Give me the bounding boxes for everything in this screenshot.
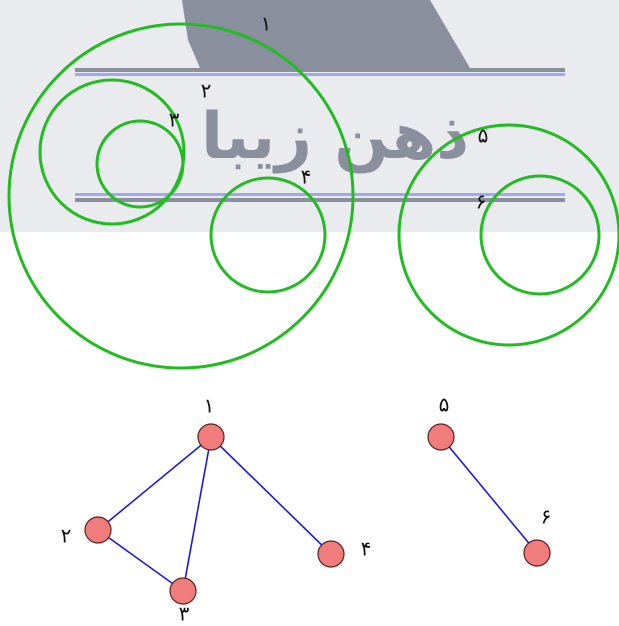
watermark-rule-bottom-blue [75, 193, 565, 196]
set-label-2: ۲ [201, 79, 212, 103]
set-circle-6 [479, 174, 601, 296]
set-label-4: ۴ [301, 165, 312, 189]
graph-node-6 [523, 539, 551, 567]
set-label-6: ۶ [476, 190, 487, 214]
set-circle-2 [38, 78, 186, 226]
graph-node-5 [427, 423, 455, 451]
watermark-rule-top [75, 68, 565, 72]
graph-node-label-6: ۶ [541, 505, 552, 529]
set-circle-1 [7, 22, 355, 370]
set-label-1: ۱ [261, 12, 272, 36]
graph-edge-1-4 [210, 436, 332, 555]
set-label-5: ۵ [478, 124, 489, 148]
set-circle-3 [95, 119, 185, 209]
set-circle-5 [397, 123, 619, 347]
graph-diagram: ۱ ۲ ۳ ۴ ۵ ۶ [61, 393, 552, 626]
graph-edge-1-3 [182, 436, 212, 592]
graph-node-label-2: ۲ [61, 524, 72, 548]
set-label-3: ۳ [169, 108, 180, 132]
graph-node-2 [84, 516, 112, 544]
graph-edge-2-3 [97, 529, 184, 592]
watermark-text: ذهن زیبا [201, 100, 469, 174]
graph-node-1 [197, 423, 225, 451]
watermark-rule-bottom [75, 198, 565, 202]
graph-node-label-3: ۳ [179, 602, 190, 626]
graph-node-4 [317, 540, 345, 568]
watermark: ذهن زیبا [0, 0, 619, 232]
venn-diagram: ۱ ۲۳ ۴ ۵ ۶ [7, 12, 619, 370]
watermark-shape [182, 0, 470, 68]
graph-node-3 [169, 577, 197, 605]
graph-node-label-5: ۵ [439, 393, 450, 417]
watermark-rule-top-blue [75, 73, 565, 76]
graph-edge-1-2 [97, 436, 212, 531]
graph-node-label-1: ۱ [204, 394, 215, 418]
set-circle-4 [209, 176, 327, 294]
graph-edge-5-6 [440, 436, 538, 554]
graph-node-label-4: ۴ [361, 537, 372, 561]
